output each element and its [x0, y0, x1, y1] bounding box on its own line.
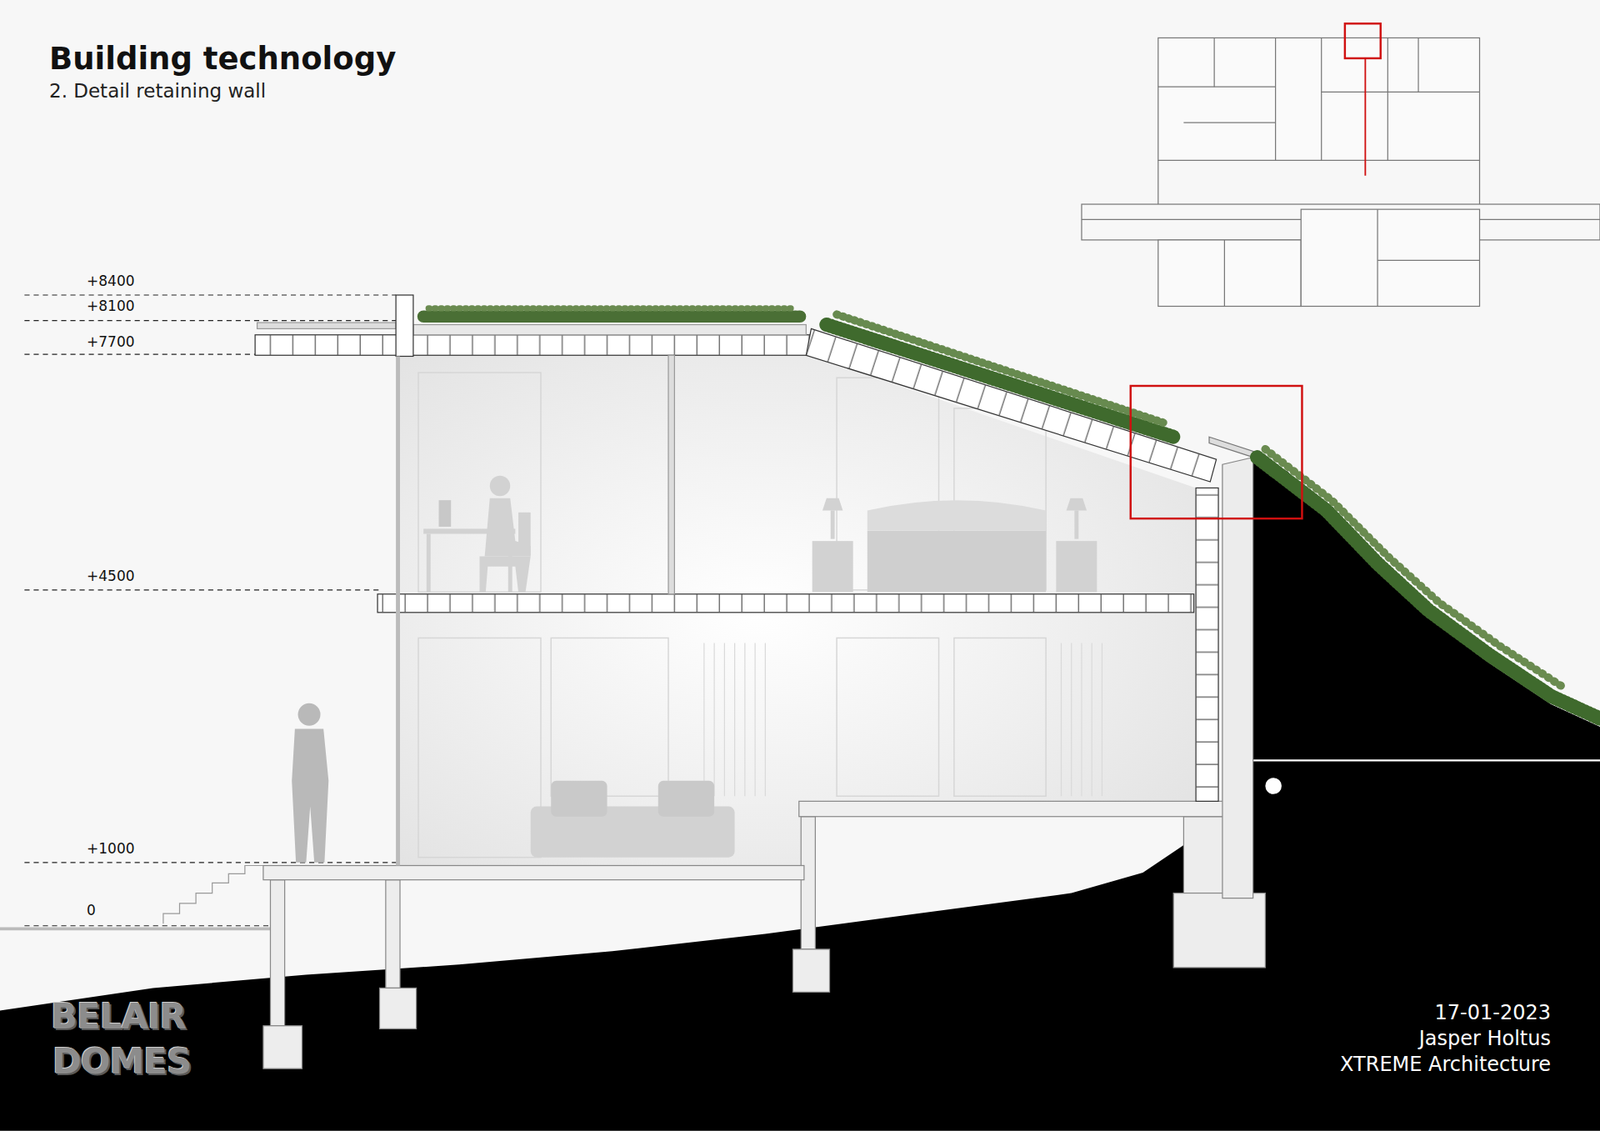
logo-text: DOMES	[52, 1041, 191, 1082]
drain-pipe	[1265, 777, 1282, 795]
logo-text: BELAIR	[50, 996, 186, 1037]
date: 17-01-2023	[1435, 1001, 1551, 1025]
level-mark: +4500	[86, 568, 135, 585]
subtitle: 2. Detail retaining wall	[49, 80, 266, 102]
window-frames	[418, 372, 1046, 858]
ground-slab	[263, 800, 1225, 880]
curtain-lines	[704, 643, 1103, 797]
author: Jasper Holtus	[1419, 1027, 1551, 1051]
wall-cap	[1209, 436, 1254, 457]
partition	[668, 355, 675, 595]
key-plan-marker	[1345, 23, 1381, 59]
level-mark: +1000	[86, 840, 135, 858]
retaining-wall	[1222, 457, 1254, 899]
title: Building technology	[49, 41, 396, 78]
section-line	[1364, 58, 1366, 176]
level-mark: +7700	[86, 334, 135, 351]
level-mark: +8100	[86, 298, 135, 315]
level-mark: 0	[86, 902, 96, 920]
standing-person	[291, 703, 329, 863]
ground	[0, 457, 1600, 1131]
green-roof	[423, 308, 1600, 719]
level-mark: +8400	[86, 273, 135, 290]
deck-line	[0, 927, 274, 931]
drain-layer	[1253, 759, 1600, 761]
foundations	[263, 816, 1265, 1069]
key-plan	[1081, 37, 1600, 306]
level-lines	[24, 295, 398, 926]
detail-marker	[1130, 385, 1303, 519]
studio: XTREME Architecture	[1340, 1053, 1551, 1077]
parapet	[395, 295, 414, 356]
rear-wall	[1195, 487, 1219, 801]
facade-glass	[395, 355, 400, 865]
stairs	[163, 865, 264, 925]
floor-slab	[377, 594, 1195, 613]
furniture	[423, 475, 1097, 858]
